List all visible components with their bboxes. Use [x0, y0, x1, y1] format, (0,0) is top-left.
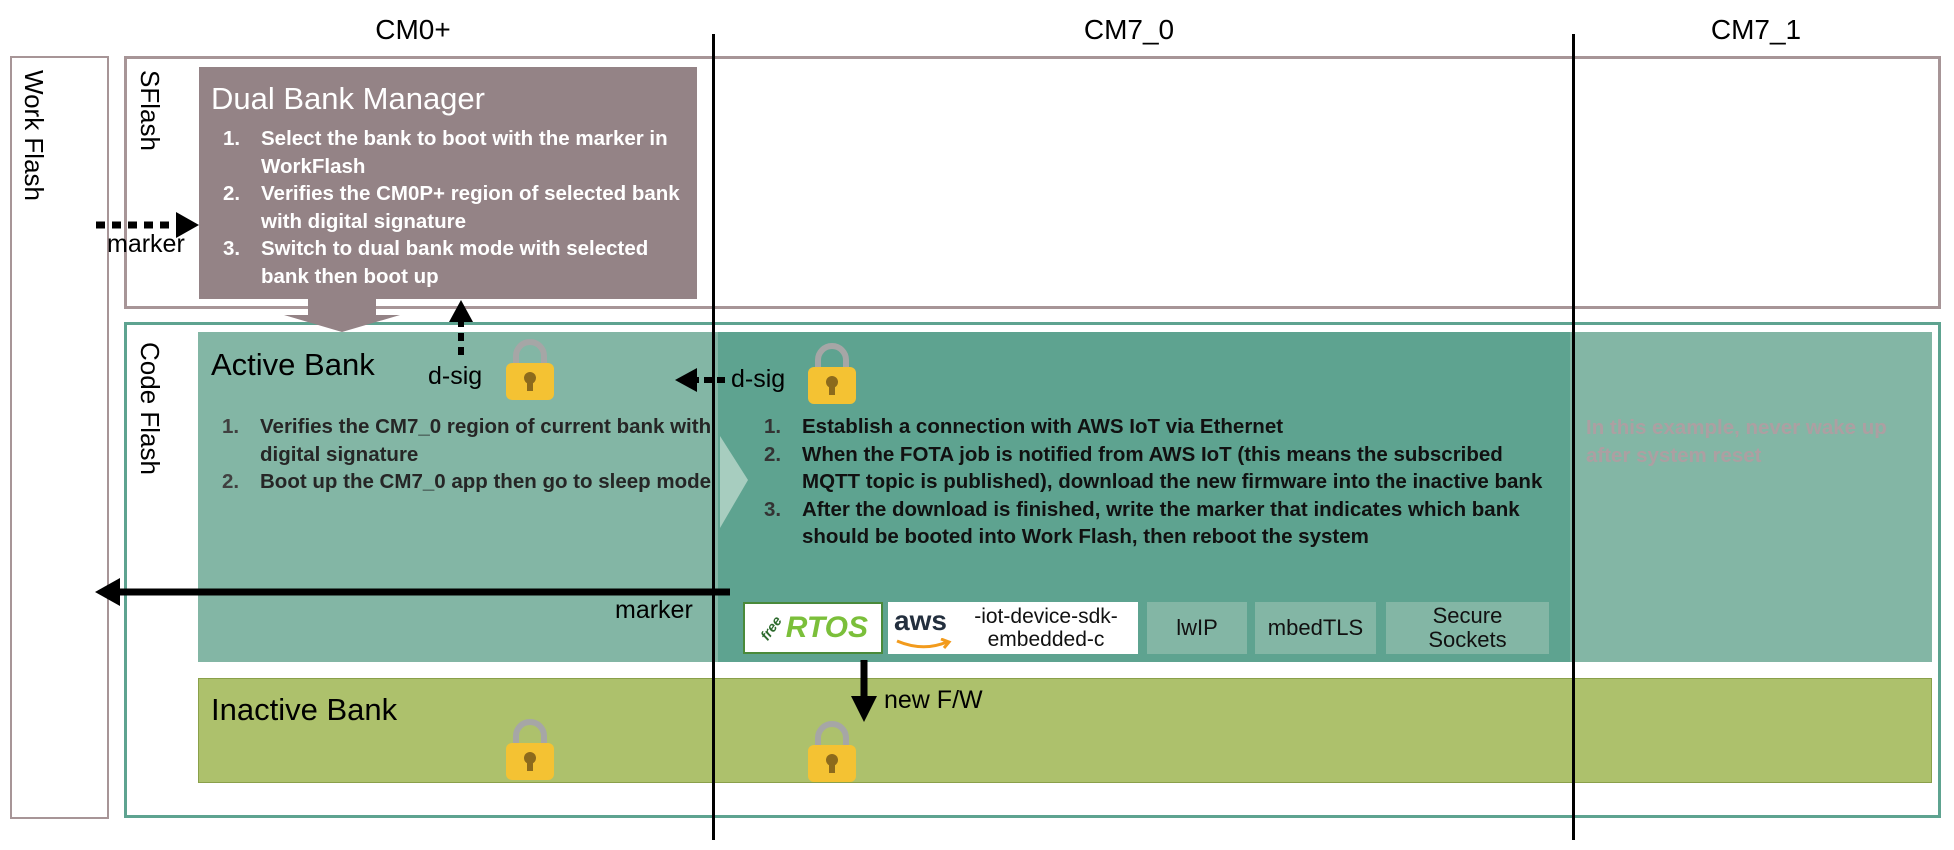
code-flash-frame [124, 322, 1941, 818]
boot-chevron-arrow [720, 436, 748, 528]
aws-smile-icon [896, 638, 952, 649]
dsig-left-arrowhead [675, 368, 697, 392]
dual-bank-manager-steps: 1.Select the bank to boot with the marke… [223, 125, 693, 290]
dsig-up-arrowhead [449, 300, 473, 322]
column-header-cm0: CM0+ [375, 14, 451, 45]
sflash-label: SFlash [135, 70, 165, 151]
cm7-0-steps: 1.Establish a connection with AWS IoT vi… [764, 413, 1564, 551]
freertos-rtos-text: RTOS [785, 611, 868, 644]
inactive-bank-box [198, 678, 1932, 783]
work-flash-frame [10, 56, 109, 819]
list-item: 1.Verifies the CM7_0 region of current b… [222, 415, 712, 466]
new-fw-label: new F/W [884, 686, 983, 714]
aws-logo: aws [892, 604, 954, 652]
cm7-1-note: In this example, never wake up after sys… [1586, 416, 1887, 467]
lwip-box: lwIP [1147, 602, 1247, 654]
column-header-cm7-1: CM7_1 [1710, 14, 1802, 45]
dual-bank-manager-box: Dual Bank Manager 1.Select the bank to b… [199, 67, 697, 299]
padlock-icon [506, 719, 554, 780]
list-item: 1.Establish a connection with AWS IoT vi… [764, 415, 1284, 438]
aws-sdk-box: aws -iot-device-sdk- embedded-c [888, 602, 1138, 654]
column-divider-cm7-0-cm7-1 [1572, 34, 1575, 840]
marker-dotted-arrowhead [176, 212, 199, 238]
dual-bank-manager-title: Dual Bank Manager [211, 81, 485, 116]
dsig-left-label: d-sig [428, 362, 483, 390]
list-item: 2.Boot up the CM7_0 app then go to sleep… [222, 470, 712, 493]
dsig-right-label: d-sig [731, 365, 786, 393]
marker-return-arrowhead [95, 578, 120, 606]
secure-sockets-box: Secure Sockets [1386, 602, 1549, 654]
list-item: 2.Verifies the CM0P+ region of selected … [223, 182, 680, 233]
active-bank-title: Active Bank [211, 347, 375, 382]
aws-sdk-label: -iot-device-sdk- embedded-c [974, 605, 1118, 651]
work-flash-label: Work Flash [19, 70, 49, 201]
marker-bottom-label: marker [615, 596, 693, 624]
column-divider-cm0-cm7-0 [712, 34, 715, 840]
padlock-icon [808, 343, 856, 404]
sflash-frame [124, 56, 1941, 309]
list-item: 2.When the FOTA job is notified from AWS… [764, 442, 1543, 494]
freertos-logo: free RTOS [743, 602, 883, 654]
column-header-cm7-0: CM7_0 [1083, 14, 1175, 45]
active-bank-steps: 1.Verifies the CM7_0 region of current b… [222, 413, 722, 496]
inactive-bank-title: Inactive Bank [211, 692, 398, 727]
list-item: 3.Switch to dual bank mode with selected… [223, 237, 649, 288]
mbedtls-box: mbedTLS [1255, 602, 1376, 654]
code-flash-label: Code Flash [135, 342, 165, 475]
new-fw-arrowhead [851, 696, 877, 722]
list-item: 1.Select the bank to boot with the marke… [223, 127, 668, 178]
list-item: 3.After the download is finished, write … [764, 497, 1520, 549]
marker-top-label: marker [107, 230, 185, 258]
boot-down-arrow [284, 299, 400, 332]
padlock-icon [506, 339, 554, 400]
padlock-icon [808, 721, 856, 782]
